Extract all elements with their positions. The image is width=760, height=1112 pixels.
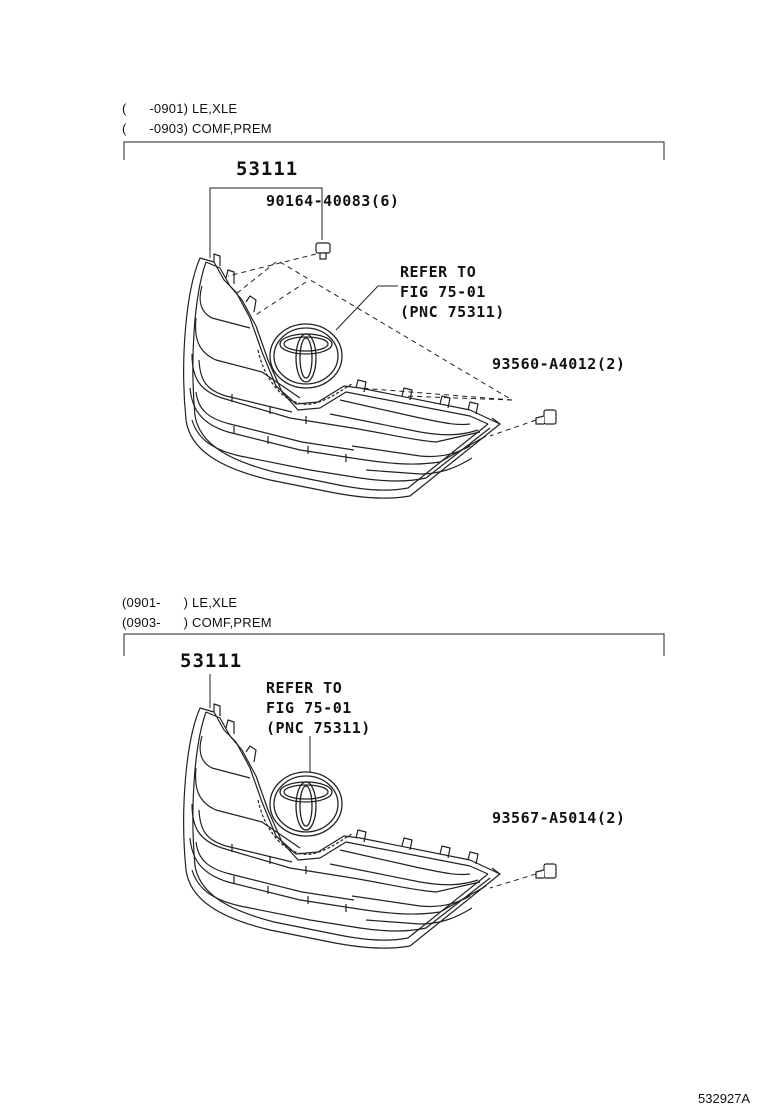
top-assembly-lines [227, 253, 537, 437]
figure-code: 532927A [698, 1091, 751, 1106]
bottom-refer-line-1: REFER TO [266, 679, 343, 697]
top-range-line-2: ( -0903) COMF,PREM [122, 121, 272, 136]
top-grille-part-number: 53111 [236, 158, 299, 180]
bottom-leader-lines [209, 674, 311, 772]
bottom-emblem-drawing [269, 771, 343, 837]
bottom-clip-icon [535, 863, 557, 879]
top-range-line-1: ( -0901) LE,XLE [122, 101, 238, 116]
top-bolt-part-number: 90164-40083(6) [266, 192, 400, 210]
top-bolt-icon [315, 242, 331, 260]
top-clip-icon [535, 409, 557, 425]
bottom-refer-line-2: FIG 75-01 [266, 699, 352, 717]
top-leader-lines [209, 187, 398, 331]
bottom-range-line-2: (0903- ) COMF,PREM [122, 615, 272, 630]
top-refer-line-2: FIG 75-01 [400, 283, 486, 301]
top-emblem-drawing [269, 323, 343, 389]
top-refer-line-3: (PNC 75311) [400, 303, 505, 321]
bottom-grille-drawing [183, 703, 501, 949]
top-grille-drawing [183, 253, 501, 499]
top-section-bracket [123, 141, 665, 160]
top-refer-line-1: REFER TO [400, 263, 477, 281]
bottom-grille-part-number: 53111 [180, 650, 243, 672]
bottom-refer-line-3: (PNC 75311) [266, 719, 371, 737]
top-clip-part-number: 93560-A4012(2) [492, 355, 626, 373]
bottom-section-bracket [123, 633, 665, 656]
bottom-assembly-lines [489, 873, 537, 889]
bottom-range-line-1: (0901- ) LE,XLE [122, 595, 238, 610]
bottom-clip-part-number: 93567-A5014(2) [492, 809, 626, 827]
